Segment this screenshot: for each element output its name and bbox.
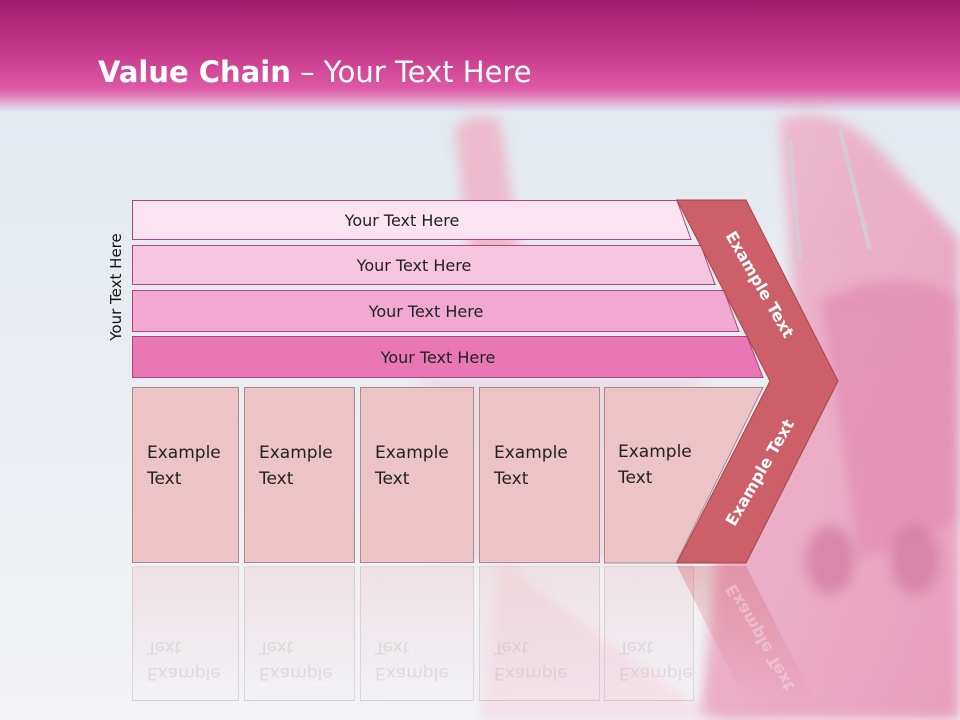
box-line1: Example	[147, 443, 221, 463]
reflection-text: Example Text	[147, 634, 237, 686]
value-bar-4[interactable]: Your Text Here	[132, 336, 764, 378]
box-line2: Text	[259, 469, 294, 489]
box-reflection-2: Example Text	[244, 566, 355, 701]
bar-shape	[132, 290, 740, 332]
box-line1: Example	[494, 443, 568, 463]
refl-line2: Text	[147, 637, 182, 657]
box-line1: Example	[618, 442, 692, 462]
header-band	[0, 0, 960, 112]
bar-shape	[132, 245, 716, 285]
box-line2: Text	[494, 469, 529, 489]
refl-line1: Example	[375, 663, 449, 683]
bar-shape	[132, 200, 692, 240]
reflection-text: Example Text	[259, 634, 349, 686]
side-label: Your Text Here	[107, 233, 125, 341]
title-rest: – Your Text Here	[290, 55, 532, 89]
reflection-text: Example Text	[494, 634, 584, 686]
refl-line2: Text	[259, 637, 294, 657]
reflection-text: Example Text	[375, 634, 465, 686]
title-bold: Value Chain	[98, 55, 291, 89]
slide-title: Value Chain – Your Text Here	[98, 55, 532, 89]
refl-line1: Example	[147, 663, 221, 683]
value-bar-2[interactable]: Your Text Here	[132, 245, 716, 285]
box-line1: Example	[375, 443, 449, 463]
box-reflection-1: Example Text	[132, 566, 239, 701]
bar-label: Your Text Here	[356, 255, 472, 275]
refl-line1: Example	[259, 663, 333, 683]
bar-label: Your Text Here	[368, 301, 484, 321]
refl-line2: Text	[494, 637, 529, 657]
box-line2: Text	[618, 468, 653, 488]
bar-label: Your Text Here	[380, 347, 496, 367]
value-bar-1[interactable]: Your Text Here	[132, 200, 692, 240]
box-reflection-3: Example Text	[360, 566, 474, 701]
box-reflection-4: Example Text	[479, 566, 600, 701]
box-line2: Text	[375, 469, 410, 489]
refl-line2: Text	[375, 637, 410, 657]
box-line1: Example	[259, 443, 333, 463]
activity-box-5-shape	[604, 387, 764, 564]
refl-line2: Text	[619, 637, 654, 657]
refl-line1: Example	[494, 663, 568, 683]
box-line2: Text	[147, 469, 182, 489]
margin-chevron[interactable]	[675, 199, 845, 569]
bar-shape	[132, 336, 764, 378]
bar-label: Your Text Here	[344, 210, 460, 230]
value-bar-3[interactable]: Your Text Here	[132, 290, 740, 332]
chevron-reflection	[677, 566, 815, 701]
